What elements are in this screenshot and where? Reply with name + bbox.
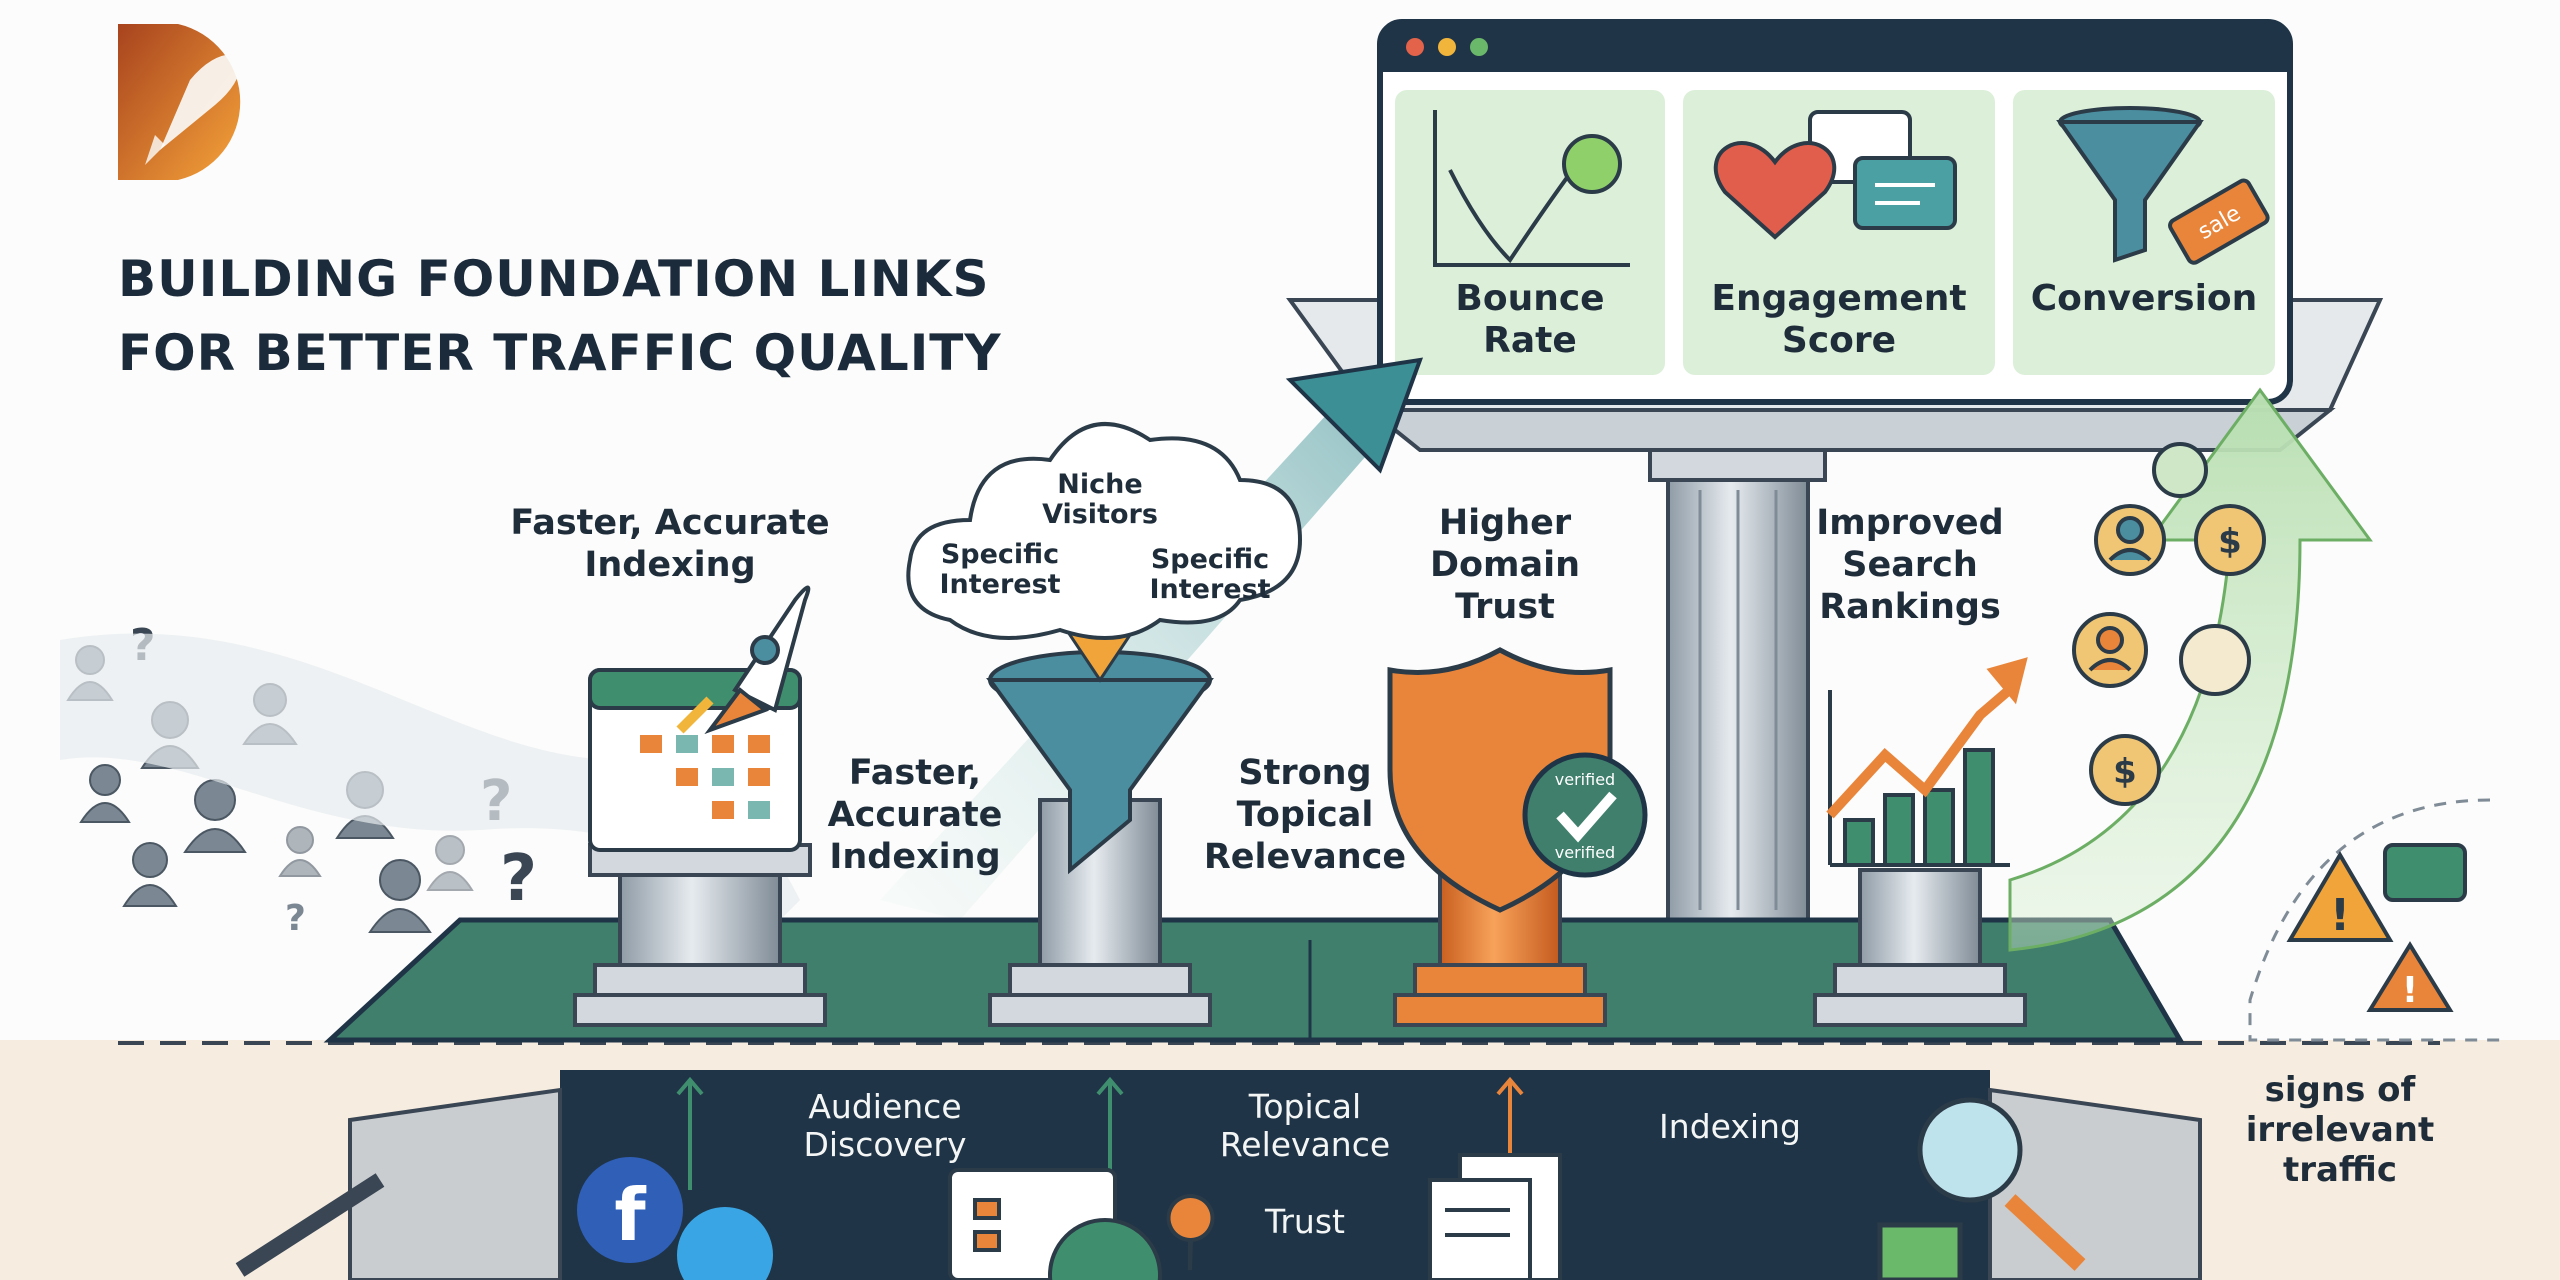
svg-text:$: $ — [2113, 752, 2137, 792]
label-topical-relevance-base: Topical Relevance — [1219, 1087, 1391, 1164]
engagement-score-label: Engagement Score — [1711, 278, 1967, 361]
bounce-rate-label: Bounce Rate — [1455, 278, 1605, 361]
brand-logo-icon — [118, 24, 241, 180]
traffic-swoosh — [60, 633, 800, 920]
label-irrelevant-traffic: signs of irrelevant traffic — [2245, 1070, 2435, 1190]
funnel-sale-icon: sale — [2056, 106, 2270, 265]
magnifier-icon — [1877, 1097, 2086, 1280]
bar-chart-icon — [1826, 657, 2028, 867]
money-bag-icon: $ $ — [2089, 442, 2266, 806]
document-stack-icon — [1428, 1153, 1562, 1280]
cloud-specific-interest-left: Specific Interest — [939, 539, 1061, 600]
label-domain-trust: Higher Domain Trust — [1429, 503, 1581, 627]
label-search-rankings: Improved Search Rankings — [1816, 503, 2004, 627]
svg-text:verified: verified — [1555, 770, 1615, 789]
title-line-1: BUILDING FOUNDATION LINKS — [118, 250, 990, 308]
conversion-label: Conversion — [2030, 278, 2258, 319]
svg-text:?: ? — [285, 898, 306, 939]
pillar-funnel — [986, 558, 1214, 1027]
cloud-niche-visitors: Niche Visitors — [1042, 469, 1158, 530]
svg-text:$: $ — [2218, 522, 2242, 562]
title-line-2: FOR BETTER TRAFFIC QUALITY — [118, 324, 1002, 382]
verified-badge-icon: verified verified — [1522, 752, 1648, 878]
svg-text:!: ! — [2402, 970, 2418, 1011]
heart-chat-icon — [1713, 110, 1957, 240]
facebook-icon: f — [573, 1153, 687, 1267]
user-icon — [2072, 504, 2166, 688]
rocket-icon — [676, 585, 811, 735]
label-trust-base: Trust — [1265, 1202, 1345, 1241]
page-title: BUILDING FOUNDATION LINKS FOR BETTER TRA… — [118, 242, 1218, 390]
pillar-rankings — [1813, 868, 2027, 1027]
cloud-bubble — [906, 422, 1303, 640]
pillar-indexing — [573, 843, 827, 1027]
label-topical-relevance: Strong Topical Relevance — [1203, 753, 1407, 877]
underground-base — [235, 1070, 2202, 1280]
svg-text:verified: verified — [1555, 843, 1615, 862]
bounce-chart-icon — [1433, 110, 1630, 267]
label-indexing-top: Faster, Accurate Indexing — [510, 503, 830, 585]
warning-area: ! ! — [2248, 798, 2500, 1042]
metrics-dashboard — [1286, 19, 2384, 452]
svg-text:?: ? — [500, 842, 537, 916]
svg-text:f: f — [614, 1173, 646, 1257]
svg-text:!: ! — [2330, 890, 2350, 941]
twitter-icon — [673, 1203, 777, 1280]
warning-icon — [2286, 851, 2394, 942]
cloud-specific-interest-right: Specific Interest — [1149, 544, 1271, 605]
label-indexing-base: Indexing — [1659, 1107, 1801, 1146]
warning-icon — [2366, 941, 2454, 1012]
chat-icon — [2383, 843, 2467, 902]
label-indexing-mid: Faster, Accurate Indexing — [827, 753, 1003, 877]
location-pin-icon — [1048, 1194, 1215, 1280]
label-audience-discovery: Audience Discovery — [803, 1087, 967, 1164]
